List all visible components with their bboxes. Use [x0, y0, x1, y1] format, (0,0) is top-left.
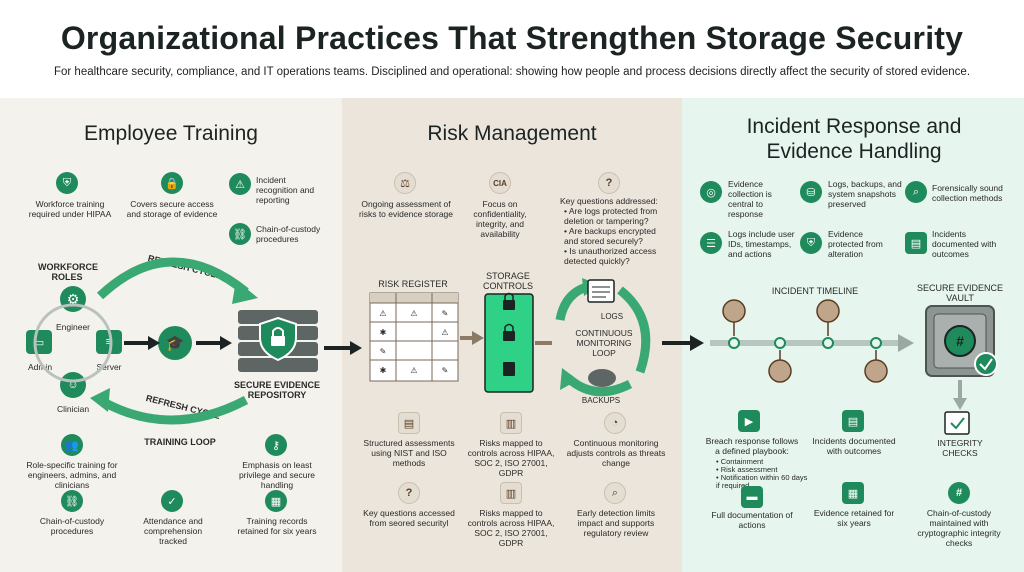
storage-controls-label: STORAGE CONTROLS [482, 271, 533, 291]
key-question: • Are backups encrypted and stored secur… [564, 226, 656, 246]
warning-icon: ⚠ [229, 173, 251, 195]
gear-icon: ⚙ [60, 286, 86, 312]
incident-bottom-item: Evidence retained for six years [813, 508, 895, 528]
playbook-step: • Risk assessment [716, 465, 778, 474]
register-header-vulnerability: Vulnerability [399, 297, 429, 303]
risk-bottom-item: Early detection limits impact and suppor… [577, 508, 655, 538]
secure-evidence-repository-label: SECURE EVIDENCE REPOSITORY [233, 380, 321, 400]
monitor-icon: ▭ [26, 330, 52, 354]
link-icon: ⛓ [61, 490, 83, 512]
training-bottom-item: Role-specific training for engineers, ad… [26, 460, 118, 490]
risk-bottom-item: Continuous monitoring adjusts controls a… [566, 438, 666, 468]
graduation-cap-icon: 🎓 [158, 326, 192, 360]
question-icon: ? [398, 482, 420, 504]
key-questions-title: Key questions addressed: [560, 196, 658, 206]
magnifier-icon: ⌕ [905, 181, 927, 203]
page-subtitle: For healthcare security, compliance, and… [53, 66, 971, 78]
risk-register-label: RISK REGISTER [378, 279, 448, 289]
shield-icon: ⛨ [56, 172, 78, 194]
cia-icon: CIA [489, 172, 511, 194]
target-icon: ◎ [700, 181, 722, 203]
gauge-icon: ◔ [604, 412, 626, 434]
training-bottom-item: Chain-of-custody procedures [39, 516, 105, 536]
document-icon: ▤ [398, 412, 420, 434]
training-title: Employee Training [84, 122, 258, 145]
hash-icon: # [948, 482, 970, 504]
training-bottom-item: Training records retained for six years [237, 516, 317, 536]
incident-top-item: Logs, backups, and system snapshots pres… [828, 179, 902, 209]
scale-icon: ⚖ [394, 172, 416, 194]
risk-bottom-item: Key questions accessed from seored secur… [363, 508, 455, 528]
check-icon: ✓ [161, 490, 183, 512]
incident-bottom-item: Chain-of-custody maintained with cryptog… [917, 508, 1001, 548]
document-icon: ▤ [842, 410, 864, 432]
continuous-monitoring-label: CONTINUOUS MONITORING LOOP [575, 328, 633, 358]
people-icon: 👥 [61, 434, 83, 456]
playbook-title: Breach response follows a defined playbo… [705, 436, 799, 456]
search-icon: ⌕ [604, 482, 626, 504]
server-icon: ≡ [96, 330, 122, 354]
lock-icon: 🔒 [161, 172, 183, 194]
training-top-item: Covers secure access and storage of evid… [126, 199, 218, 219]
risk-bottom-item: Structured assessments using NIST and IS… [363, 438, 455, 468]
training-top-item: Workforce training required under HIPAA [28, 199, 112, 219]
folder-icon: ▬ [741, 486, 763, 508]
incident-timeline-label: INCIDENT TIMELINE [771, 286, 859, 296]
register-header-threat: Threat [375, 297, 391, 303]
clinician-icon: ☺ [60, 372, 86, 398]
workforce-roles-label: WORKFORCE ROLES [38, 262, 98, 282]
integrity-checks-label: INTEGRITY CHECKS [937, 438, 983, 458]
page-title: Organizational Practices That Strengthen… [60, 20, 964, 56]
control-logging: Logging [498, 380, 520, 386]
database-icon: ⛁ [800, 181, 822, 203]
risk-title: Risk Management [427, 122, 597, 145]
training-top-item: Chain-of-custody procedures [256, 224, 321, 244]
backups-label: BACKUPS [581, 396, 621, 405]
secure-evidence-vault-label: SECURE EVIDENCE VAULT [916, 283, 1004, 303]
logs-label: LOGS [600, 312, 624, 321]
key-question: • Is unauthorized access detected quickl… [564, 246, 657, 266]
shield-icon: ⛨ [800, 232, 822, 254]
incident-top-item: Evidence protected from alteration [828, 229, 883, 259]
risk-bottom-item: Risks mapped to controls across HIPAA, S… [467, 508, 555, 548]
key-question: • Are logs protected from deletion or ta… [564, 206, 658, 226]
role-admin: Admin [27, 362, 53, 372]
risk-top-item: Ongoing assessment of risks to evidence … [358, 199, 454, 219]
question-icon: ? [598, 172, 620, 194]
list-icon: ☰ [700, 232, 722, 254]
training-top-item: Incident recognition and reporting [256, 175, 315, 205]
incident-bottom-item: Incidents documented with outcomes [812, 436, 896, 456]
map-icon: ▥ [500, 412, 522, 434]
playbook-step: • Containment [716, 457, 764, 466]
control-access: Access Control [488, 346, 530, 352]
video-icon: ▶ [738, 410, 760, 432]
link-icon: ⛓ [229, 223, 251, 245]
key-icon: ⚷ [265, 434, 287, 456]
training-bottom-item: Attendance and comprehension tracked [143, 516, 203, 546]
risk-bottom-item: Risks mapped to controls across HIPAA, S… [467, 438, 555, 478]
calendar-icon: ▦ [265, 490, 287, 512]
risk-top-item: Focus on confidentiality, integrity, and… [473, 199, 527, 239]
map-icon: ▥ [500, 482, 522, 504]
role-engineer: Engineer [55, 322, 91, 332]
calendar-icon: ▦ [842, 482, 864, 504]
training-bottom-item: Emphasis on least privilege and secure h… [238, 460, 316, 490]
incident-top-item: Evidence collection is central to respon… [728, 179, 772, 219]
playbook-step: • Notification within 60 days if require… [716, 473, 808, 490]
training-loop-label: TRAINING LOOP [144, 437, 216, 447]
incident-bottom-item: Full documentation of actions [711, 510, 793, 530]
incident-top-item: Forensically sound collection methods [932, 183, 1003, 203]
document-icon: ▤ [905, 232, 927, 254]
incident-top-item: Incidents documented with outcomes [932, 229, 997, 259]
role-clinician: Clinician [56, 404, 90, 414]
control-encryption: Encryption [494, 316, 524, 322]
incident-top-item: Logs include user IDs, timestamps, and a… [728, 229, 795, 259]
role-server: Server [96, 362, 122, 372]
register-header-impact: Impact [435, 297, 453, 303]
incident-title: Incident Response and Evidence Handling [746, 115, 962, 163]
